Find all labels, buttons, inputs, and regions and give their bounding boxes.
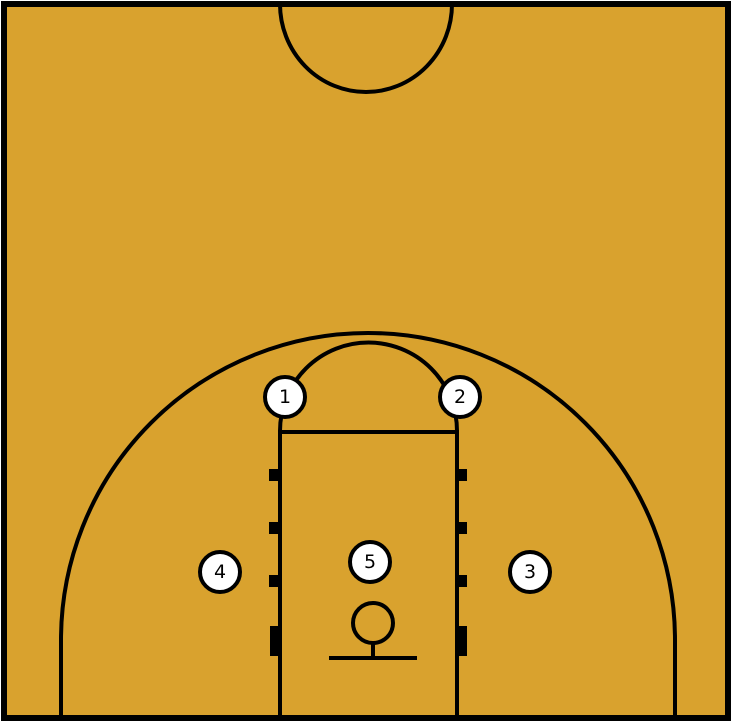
player-marker: 2 xyxy=(438,375,482,419)
lane-marker xyxy=(457,522,467,534)
three-point-line xyxy=(59,331,677,718)
player-label: 3 xyxy=(524,561,536,583)
player-label: 2 xyxy=(454,386,466,408)
lane-marker xyxy=(457,626,467,656)
player-label: 4 xyxy=(214,561,226,583)
lane-marker xyxy=(457,469,467,481)
rim xyxy=(351,601,395,645)
player-circle xyxy=(263,375,307,419)
player-marker: 1 xyxy=(263,375,307,419)
player-label: 1 xyxy=(279,386,291,408)
player-label: 5 xyxy=(364,551,376,573)
player-circle xyxy=(348,540,392,584)
player-marker: 3 xyxy=(508,550,552,594)
player-circle xyxy=(438,375,482,419)
lane-marker xyxy=(270,626,280,656)
lane-marker xyxy=(269,469,280,481)
player-circle xyxy=(198,550,242,594)
player-marker: 4 xyxy=(198,550,242,594)
lane-markers xyxy=(269,469,467,656)
lane-marker xyxy=(269,522,280,534)
center-circle xyxy=(278,3,454,94)
lane-marker xyxy=(269,575,280,587)
player-marker: 5 xyxy=(348,540,392,584)
lane-marker xyxy=(457,575,467,587)
player-circle xyxy=(508,550,552,594)
